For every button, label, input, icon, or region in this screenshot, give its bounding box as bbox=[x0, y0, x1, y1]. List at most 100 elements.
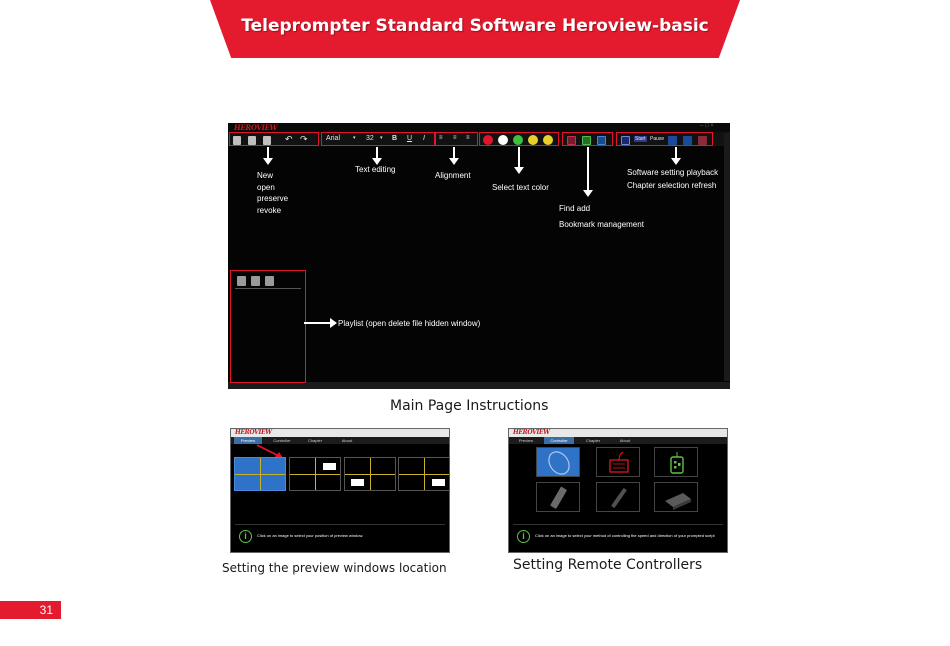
refresh-icon[interactable] bbox=[698, 136, 707, 145]
annotation-revoke: revoke bbox=[257, 205, 282, 215]
header-banner: Teleprompter Standard Software Heroview-… bbox=[210, 0, 740, 58]
tab-controller[interactable]: Controller bbox=[544, 437, 574, 444]
save-icon[interactable] bbox=[263, 136, 271, 145]
start-button[interactable]: Start bbox=[634, 136, 647, 142]
foot-pedal-icon bbox=[665, 493, 691, 510]
alignment-group: ≡ ≡ ≡ bbox=[435, 132, 478, 146]
arrow-alignment bbox=[449, 147, 459, 165]
playlist-delete-icon[interactable] bbox=[251, 276, 260, 286]
find-icon[interactable] bbox=[567, 136, 576, 145]
chapter-select-icon[interactable] bbox=[668, 136, 677, 145]
controller-hint-text: Click on an image to select your method … bbox=[535, 533, 715, 538]
new-file-icon[interactable] bbox=[233, 136, 241, 145]
playlist-open-icon[interactable] bbox=[237, 276, 246, 286]
font-size-select[interactable]: 32 bbox=[366, 135, 374, 142]
open-folder-icon[interactable] bbox=[248, 136, 256, 145]
annotation-software-setting: Software setting playback bbox=[627, 168, 719, 177]
color-swatch-yellow[interactable] bbox=[528, 135, 538, 145]
heroview-logo: HEROVIEW bbox=[513, 429, 550, 436]
bookmark-icon[interactable] bbox=[597, 136, 606, 145]
page-number-badge: 31 bbox=[0, 601, 61, 619]
arrow-file bbox=[263, 147, 273, 165]
playlist-divider bbox=[235, 288, 301, 289]
caption-preview: Setting the preview windows location bbox=[222, 561, 447, 575]
page-title: Teleprompter Standard Software Heroview-… bbox=[241, 16, 709, 36]
preview-layout-2[interactable] bbox=[289, 457, 341, 491]
keyboard-icon bbox=[609, 451, 629, 473]
keyboard-controller-option[interactable] bbox=[596, 447, 640, 477]
annotation-find-add: Find add bbox=[559, 204, 591, 213]
color-swatch-red[interactable] bbox=[483, 135, 493, 145]
window-titlebar bbox=[228, 123, 730, 133]
align-left-icon[interactable]: ≡ bbox=[439, 135, 443, 141]
preview-hint-text: Click on an image to select your positio… bbox=[257, 533, 364, 538]
caption-remote: Setting Remote Controllers bbox=[513, 557, 703, 573]
tab-preview[interactable]: Preview bbox=[234, 437, 262, 444]
align-center-icon[interactable]: ≡ bbox=[453, 135, 457, 141]
arrow-text-editing bbox=[372, 147, 382, 165]
add-bookmark-icon[interactable] bbox=[582, 136, 591, 145]
preview-layout-4[interactable] bbox=[398, 457, 450, 491]
tab-about[interactable]: About bbox=[341, 438, 353, 443]
preview-tabs: Preview Controller Chapter About bbox=[231, 437, 449, 444]
preview-screenshot: HEROVIEW Preview Controller Chapter Abou… bbox=[230, 428, 450, 553]
info-icon: i bbox=[239, 530, 252, 543]
red-arrow-icon bbox=[256, 444, 283, 458]
annotation-preserve: preserve bbox=[257, 194, 289, 203]
remote-icon bbox=[550, 486, 567, 509]
size-dropdown-icon[interactable]: ▾ bbox=[380, 135, 383, 141]
redo-icon[interactable]: ↷ bbox=[300, 134, 308, 144]
mouse-controller-option[interactable] bbox=[536, 447, 580, 477]
bold-button[interactable]: B bbox=[392, 135, 398, 142]
tab-controller[interactable]: Controller bbox=[273, 438, 291, 443]
heroview-logo: HEROVIEW bbox=[235, 429, 272, 436]
settings-gear-icon[interactable] bbox=[621, 136, 630, 145]
annotation-text-editing: Text editing bbox=[355, 165, 396, 174]
tab-chapter[interactable]: Chapter bbox=[307, 438, 323, 443]
annotation-new: New bbox=[257, 171, 274, 180]
arrow-playlist bbox=[304, 318, 337, 328]
pen-remote-icon bbox=[611, 488, 627, 508]
arrow-playback bbox=[671, 147, 681, 165]
tab-chapter[interactable]: Chapter bbox=[585, 438, 601, 443]
pedal-controller-option[interactable] bbox=[654, 482, 698, 512]
align-right-icon[interactable]: ≡ bbox=[466, 135, 470, 141]
font-dropdown-icon[interactable]: ▾ bbox=[353, 135, 356, 141]
remote-controller-option[interactable] bbox=[536, 482, 580, 512]
preview-layout-3[interactable] bbox=[344, 457, 396, 491]
playlist-hide-icon[interactable] bbox=[265, 276, 274, 286]
vertical-scrollbar[interactable] bbox=[724, 133, 730, 381]
font-select[interactable]: Arial bbox=[326, 135, 341, 142]
pen-controller-option[interactable] bbox=[596, 482, 640, 512]
preview-hint: i Click on an image to select your posit… bbox=[235, 524, 445, 546]
playback-group: Start Pause bbox=[616, 132, 713, 146]
tab-about[interactable]: About bbox=[619, 438, 631, 443]
wired-controller-option[interactable] bbox=[654, 447, 698, 477]
chapter-next-icon[interactable] bbox=[683, 136, 692, 145]
pause-button[interactable]: Pause bbox=[650, 136, 665, 142]
playlist-panel bbox=[230, 270, 306, 383]
annotation-chapter: Chapter selection refresh bbox=[627, 181, 717, 190]
underline-button[interactable]: U bbox=[407, 135, 413, 142]
annotation-open: open bbox=[257, 182, 275, 192]
annotation-text-color: Select text color bbox=[492, 183, 549, 192]
mouse-icon bbox=[548, 451, 570, 475]
color-swatch-white[interactable] bbox=[498, 135, 508, 145]
color-swatch-yellow-2[interactable] bbox=[543, 135, 553, 145]
text-color-group bbox=[479, 132, 559, 146]
horizontal-scrollbar[interactable] bbox=[228, 382, 730, 389]
window-controls[interactable]: – □ × bbox=[700, 123, 714, 129]
arrow-text-color bbox=[514, 147, 524, 174]
annotation-bookmark: Bookmark management bbox=[559, 220, 644, 229]
color-swatch-green[interactable] bbox=[513, 135, 523, 145]
controller-tabs: Preview Controller Chapter About bbox=[509, 437, 727, 444]
italic-button[interactable]: I bbox=[423, 135, 425, 142]
annotation-file: New open preserve revoke bbox=[257, 170, 288, 216]
text-editing-group: Arial ▾ 32 ▾ B U I bbox=[321, 132, 435, 146]
controller-titlebar bbox=[509, 429, 727, 437]
preview-layout-1[interactable] bbox=[234, 457, 286, 491]
tab-preview[interactable]: Preview bbox=[518, 438, 534, 443]
main-page-screenshot: HEROVIEW – □ × ↶ ↷ Arial ▾ 32 ▾ B U I ≡ … bbox=[228, 123, 730, 389]
undo-icon[interactable]: ↶ bbox=[285, 134, 293, 144]
hand-controller-icon bbox=[670, 452, 684, 474]
